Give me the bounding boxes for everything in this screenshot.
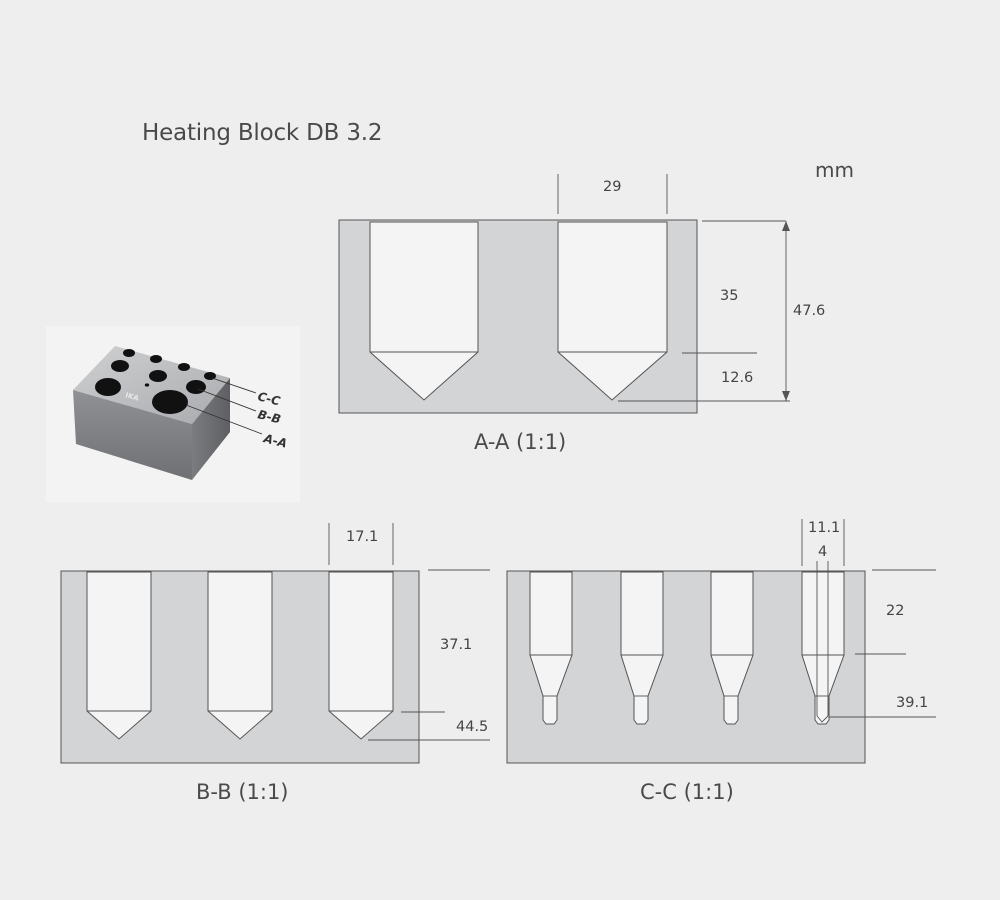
page-title: Heating Block DB 3.2: [142, 120, 383, 146]
dim-arrow-up: [782, 221, 790, 231]
caption-b-b: B-B (1:1): [196, 780, 289, 804]
section-c-c-holes: [529, 571, 845, 725]
dim-arrow-down: [782, 391, 790, 401]
section-b-b-hole-2: [207, 571, 273, 740]
unit-label: mm: [815, 158, 854, 182]
dim-c-c-hole-depth: 22: [886, 603, 904, 619]
section-c-c-dim-lines: [801, 519, 936, 723]
dim-c-c-total-depth: 39.1: [896, 695, 928, 711]
section-c-c: 11.1 4 22 39.1: [506, 519, 936, 764]
section-c-c-hole-3: [710, 571, 754, 725]
dim-a-a-hole-depth: 35: [720, 288, 738, 304]
section-b-b-dim-lines: [328, 523, 490, 741]
section-a-a-dim-lines: [557, 174, 790, 402]
block-front-face: [73, 390, 192, 480]
callout-b-b: B-B: [256, 407, 282, 426]
dim-b-b-total-depth: 44.5: [456, 719, 488, 735]
section-b-b-hole-3: [328, 571, 394, 740]
block-side-face: [192, 378, 230, 480]
block-brand-logo: IKA: [124, 391, 140, 403]
dim-a-a-total-height: 47.6: [793, 303, 825, 319]
photo-callout-lines: [185, 377, 263, 435]
section-c-c-hole-4: [801, 571, 845, 725]
heating-block-photo: IKA C-C B-B A-A: [73, 346, 289, 480]
dim-b-b-hole-width: 17.1: [346, 529, 378, 545]
dim-c-c-hole-width: 11.1: [808, 520, 840, 536]
section-a-a-hole-1: [369, 221, 479, 401]
section-b-b: 17.1 37.1 44.5: [60, 523, 490, 764]
section-a-a: 29 35 47.6 12.6: [338, 174, 825, 414]
caption-a-a: A-A (1:1): [474, 430, 567, 454]
block-holes: [95, 349, 216, 414]
section-c-c-hole-2: [620, 571, 664, 725]
dim-a-a-cone-depth: 12.6: [721, 370, 753, 386]
callout-c-c: C-C: [256, 389, 281, 408]
section-c-c-hole-1: [529, 571, 573, 725]
dim-a-a-hole-width: 29: [603, 179, 621, 195]
dim-c-c-tip-width: 4: [818, 544, 827, 560]
section-a-a-hole-2: [557, 221, 668, 401]
dim-b-b-hole-depth: 37.1: [440, 637, 472, 653]
caption-c-c: C-C (1:1): [640, 780, 734, 804]
section-b-b-hole-1: [86, 571, 152, 740]
callout-a-a: A-A: [261, 431, 288, 451]
